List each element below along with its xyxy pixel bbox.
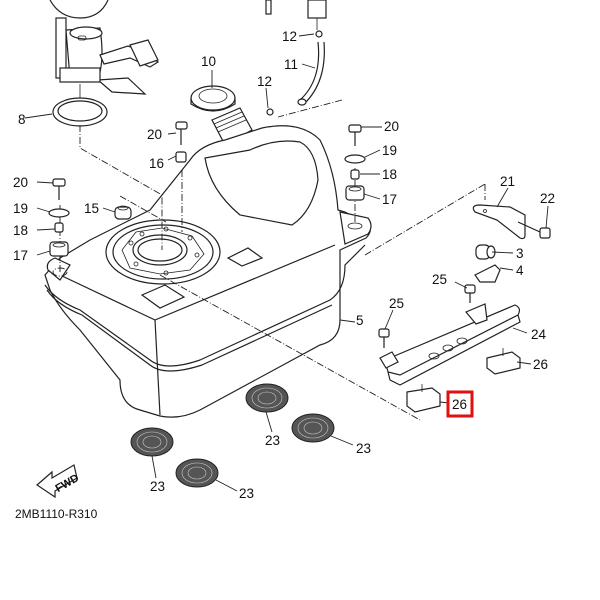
part-12-clamp-lower — [266, 108, 274, 116]
callout-19-left: 19 — [13, 201, 28, 216]
callout-20-center: 20 — [147, 127, 162, 142]
callout-25-left: 25 — [389, 296, 404, 311]
callout-17-right: 17 — [382, 192, 397, 207]
filler-neck — [211, 107, 253, 146]
pump-mounting-flange — [105, 219, 221, 285]
part-26-rubber-blocks — [406, 348, 521, 413]
callout-21: 21 — [500, 174, 515, 189]
part-24-bracket — [379, 303, 521, 386]
part-21-bracket — [472, 204, 526, 240]
callout-10: 10 — [201, 54, 216, 69]
callout-22: 22 — [540, 191, 555, 206]
right-mount-hardware — [344, 124, 366, 201]
part-12-clamp-top — [315, 30, 323, 38]
diagram-code: 2MB1110-R310 — [15, 507, 98, 521]
part-10-fuel-cap — [190, 85, 236, 112]
mesh-pad — [175, 458, 219, 488]
callout-25-right: 25 — [432, 272, 447, 287]
part-23-mesh-pads — [130, 383, 335, 488]
callout-12-lower: 12 — [257, 74, 272, 89]
callout-20-left: 20 — [13, 175, 28, 190]
callout-20-right: 20 — [384, 119, 399, 134]
callout-24: 24 — [531, 327, 547, 342]
part-8-seal-ring — [52, 97, 108, 127]
callout-8: 8 — [18, 112, 26, 127]
callout-labels: 8 10 12 11 12 20 16 20 19 18 17 15 20 19… — [13, 29, 555, 501]
part-25-bolts — [378, 284, 476, 348]
mesh-pad — [291, 413, 335, 443]
callout-23-b: 23 — [356, 441, 371, 456]
part-15-grommet — [114, 205, 132, 220]
callout-3: 3 — [516, 246, 524, 261]
callout-18-left: 18 — [13, 223, 28, 238]
part-22-bolt — [517, 221, 551, 239]
callout-23-d: 23 — [239, 486, 254, 501]
callout-18-right: 18 — [382, 167, 397, 182]
callout-4: 4 — [516, 263, 524, 278]
assembly-lines — [59, 99, 486, 421]
part-11-hose — [265, 0, 327, 106]
part-3-collar — [475, 244, 496, 260]
callout-19-right: 19 — [382, 143, 397, 158]
callout-23-c: 23 — [150, 479, 165, 494]
fuel-pump-assembly — [49, 0, 160, 108]
callout-26-right: 26 — [533, 357, 548, 372]
center-bolt-hardware — [175, 121, 188, 163]
callout-26-highlighted[interactable]: 26 — [452, 397, 467, 412]
callout-5: 5 — [356, 313, 364, 328]
mesh-pad — [130, 427, 174, 457]
callout-23-a: 23 — [265, 433, 280, 448]
forward-arrow-icon: FWD — [36, 464, 81, 499]
callout-15: 15 — [84, 201, 99, 216]
highlight-box — [446, 390, 474, 418]
part-4-clip — [474, 264, 501, 283]
leader-lines — [24, 33, 549, 492]
callout-12-top: 12 — [282, 29, 297, 44]
mesh-pad — [245, 383, 289, 413]
callout-17-left: 17 — [13, 248, 28, 263]
callout-16: 16 — [149, 156, 164, 171]
left-mount-hardware — [48, 178, 70, 257]
callout-11: 11 — [284, 57, 298, 72]
